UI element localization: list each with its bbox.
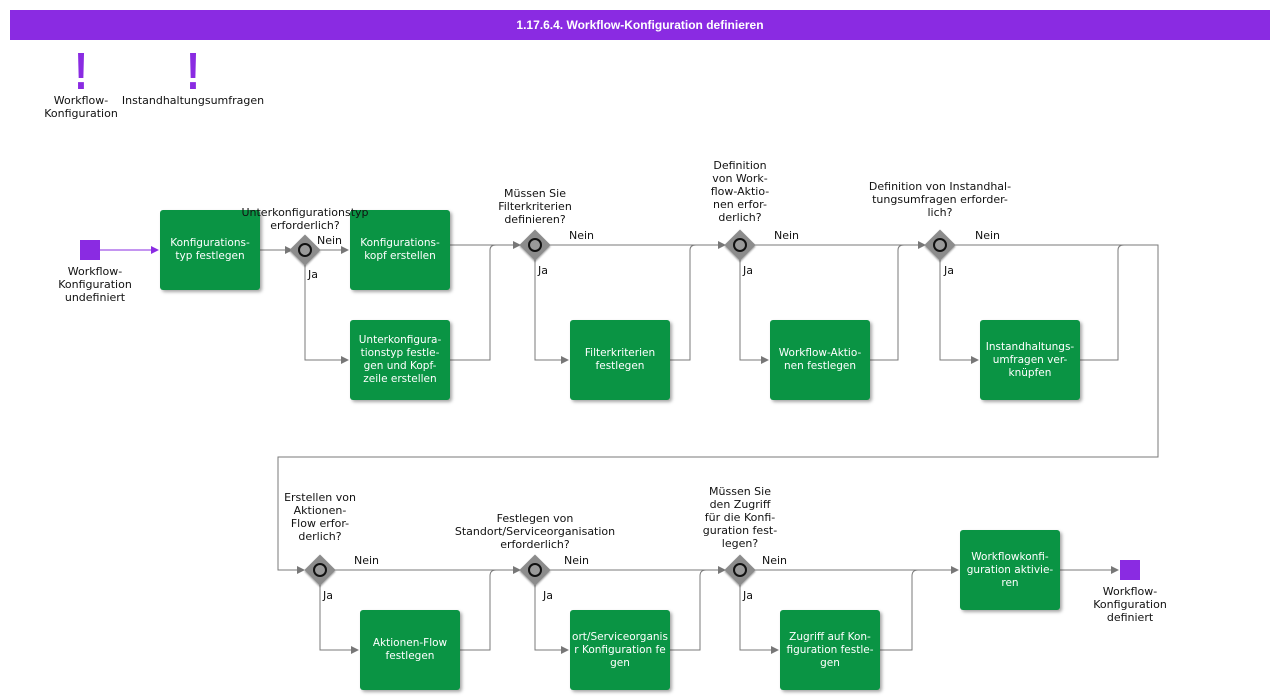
task-standort-serviceorganisation-festlegen[interactable]: ort/Serviceorganis r Konfiguration fe ge…	[570, 610, 670, 690]
task-label: Aktionen-Flow festlegen	[372, 637, 448, 662]
flow-label-nein: Nein	[774, 229, 800, 242]
flow-label-ja: Ja	[743, 264, 753, 277]
task-label: Konfigurations- typ festlegen	[170, 237, 250, 262]
gateway-question: Erstellen von Aktionen- Flow erfor- derl…	[284, 491, 356, 543]
warning-workflow-konfiguration: ! Workflow- Konfiguration	[40, 43, 122, 120]
flow-label-nein: Nein	[354, 554, 380, 567]
gateway-question: Festlegen von Standort/Serviceorganisati…	[454, 512, 616, 551]
task-label: ort/Serviceorganis r Konfiguration fe ge…	[572, 630, 668, 669]
start-event-label: Workflow- Konfiguration undefiniert	[58, 265, 132, 304]
end-event	[1120, 560, 1140, 580]
task-workflow-aktionen-festlegen[interactable]: Workflow-Aktio- nen festlegen	[770, 320, 870, 400]
gateway-ring-icon	[313, 563, 327, 577]
task-zugriff-festlegen[interactable]: Zugriff auf Kon- figuration festle- gen	[780, 610, 880, 690]
flow-label-ja: Ja	[323, 589, 333, 602]
gateway-ring-icon	[733, 238, 747, 252]
gateway-ring-icon	[298, 243, 312, 257]
warning-label: Instandhaltungsumfragen	[121, 94, 265, 107]
flow-label-nein: Nein	[975, 229, 1001, 242]
flow-label-nein: Nein	[569, 229, 595, 242]
start-event	[80, 240, 100, 260]
flow-label-ja: Ja	[944, 264, 954, 277]
task-workflowkonfiguration-aktivieren[interactable]: Workflowkonfi- guration aktivie- ren	[960, 530, 1060, 610]
flow-label-ja: Ja	[538, 264, 548, 277]
task-filterkriterien-festlegen[interactable]: Filterkriterien festlegen	[570, 320, 670, 400]
task-label: Workflow-Aktio- nen festlegen	[778, 347, 862, 372]
task-konfigurationskopf-erstellen[interactable]: Konfigurations- kopf erstellen	[350, 210, 450, 290]
flow-label-ja: Ja	[543, 589, 553, 602]
task-label: Filterkriterien festlegen	[584, 347, 656, 372]
gateway-ring-icon	[733, 563, 747, 577]
end-event-label: Workflow- Konfiguration definiert	[1093, 585, 1167, 624]
task-unterkonfigurationstyp-festlegen[interactable]: Unterkonfigura- tionstyp festle- gen und…	[350, 320, 450, 400]
gateway-ring-icon	[528, 238, 542, 252]
gateway-question: Definition von Instandhal- tungsumfragen…	[868, 180, 1012, 219]
gateway-question: Müssen Sie den Zugriff für die Konfi- gu…	[702, 485, 778, 550]
flow-label-nein: Nein	[762, 554, 788, 567]
task-label: Workflowkonfi- guration aktivie- ren	[966, 550, 1054, 589]
flow-label-ja: Ja	[743, 589, 753, 602]
task-instandhaltungsumfragen-verknuepfen[interactable]: Instandhaltungs- umfragen ver- knüpfen	[980, 320, 1080, 400]
gateway-ring-icon	[933, 238, 947, 252]
warning-label: Workflow- Konfiguration	[44, 94, 118, 120]
task-label: Instandhaltungs- umfragen ver- knüpfen	[985, 340, 1075, 379]
task-label: Unterkonfigura- tionstyp festle- gen und…	[358, 334, 442, 385]
gateway-question: Definition von Work- flow-Aktio- nen erf…	[710, 159, 770, 224]
flow-label-nein: Nein	[564, 554, 590, 567]
task-aktionen-flow-festlegen[interactable]: Aktionen-Flow festlegen	[360, 610, 460, 690]
gateway-question: Unterkonfigurationstyp erforderlich?	[241, 206, 369, 232]
gateway-ring-icon	[528, 563, 542, 577]
flow-label-ja: Ja	[308, 268, 318, 281]
exclamation-icon: !	[186, 43, 200, 101]
task-label: Zugriff auf Kon- figuration festle- gen	[786, 630, 874, 669]
warning-instandhaltungsumfragen: ! Instandhaltungsumfragen	[118, 43, 268, 107]
task-konfigurationstyp-festlegen[interactable]: Konfigurations- typ festlegen	[160, 210, 260, 290]
task-label: Konfigurations- kopf erstellen	[360, 237, 440, 262]
flow-label-nein: Nein	[317, 234, 343, 247]
exclamation-icon: !	[74, 43, 88, 101]
diagram-title: 1.17.6.4. Workflow-Konfiguration definie…	[10, 10, 1270, 40]
gateway-question: Müssen Sie Filterkriterien definieren?	[498, 187, 572, 226]
